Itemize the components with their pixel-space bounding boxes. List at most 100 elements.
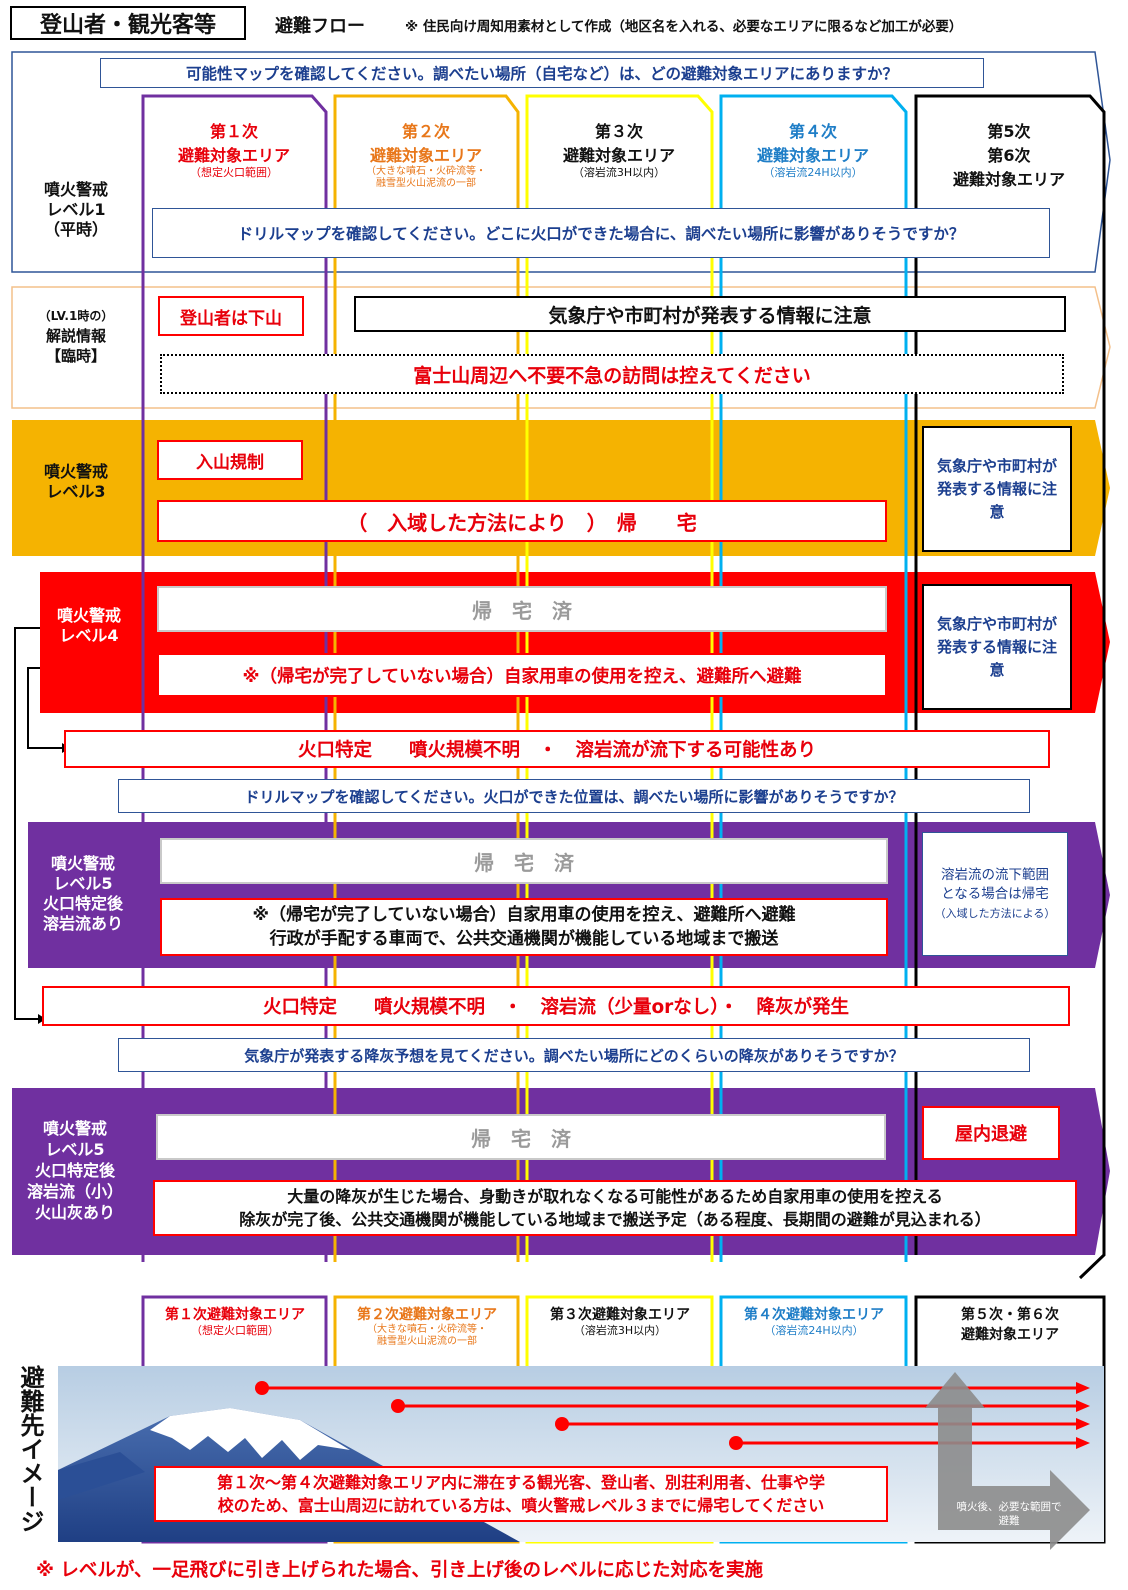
refrain-visit-box: 富士山周辺へ不要不急の訪問は控えてください: [160, 354, 1064, 394]
lv4-to-crater2-connector: [14, 627, 40, 1020]
lv5a-label: 噴火警戒 レベル5 火口特定後 溶岩流あり: [28, 854, 138, 934]
header-title: 登山者・観光客等: [10, 6, 246, 40]
crater-lava-banner: 火口特定 噴火規模不明 ・ 溶岩流が流下する可能性あり: [64, 730, 1050, 768]
lv5b-label-line: 火山灰あり: [34, 1203, 115, 1222]
shelter-indoors-box: 屋内退避: [922, 1106, 1060, 1160]
bottom-area-title: 第１次避難対象エリア: [165, 1307, 305, 1323]
lv3-label: 噴火警戒 レベル3: [14, 462, 138, 502]
bottom-message-line: 校のため、富士山周辺に訪れている方は、噴火警戒レベル３までに帰宅してください: [217, 1496, 825, 1515]
area-sub: （溶岩流3H以内）: [572, 166, 666, 179]
bottom-area-sub: （想定火口範囲）: [191, 1324, 279, 1337]
lv5a-right-note-line: 溶岩流の流下範囲: [941, 866, 1049, 883]
area2-header: 第２次 避難対象エリア （大きな噴石・火砕流等・ 融雪型火山泥流の一部: [337, 118, 515, 190]
header-note: ※ 住民向け周知用素材として作成（地区名を入れる、必要なエリアに限るなど加工が必…: [405, 19, 963, 35]
lv3-label-line: 噴火警戒: [43, 462, 108, 481]
area-name: 避難対象エリア: [562, 146, 675, 165]
header-subtitle: 避難フロー: [275, 16, 365, 37]
lv5a-label-line: 噴火警戒: [50, 854, 115, 873]
mount-fuji-snow-cap: [150, 1408, 350, 1460]
lv5a-label-line: 火口特定後: [42, 894, 123, 913]
area-sub: （溶岩流24H以内）: [763, 166, 863, 179]
climbers-descend-box: 登山者は下山: [158, 296, 304, 336]
lv5b-label-line: 火口特定後: [34, 1161, 115, 1180]
area4-column-outline: [719, 94, 908, 1262]
area-ordinal: 第5次: [987, 122, 1031, 141]
footer-note: ※ レベルが、一足飛びに引き上げられた場合、引き上げ後のレベルに応じた対応を実施: [36, 1560, 764, 1581]
area5-header: 第5次 第6次 避難対象エリア: [918, 118, 1100, 190]
area-ordinal: 第３次: [594, 122, 643, 141]
bottom-area3-header: 第３次避難対象エリア （溶岩流3H以内）: [529, 1304, 711, 1337]
lv5b-label-line: 溶岩流（小）: [26, 1182, 123, 1201]
bottom-message-box: 第１次～第４次避難対象エリア内に滞在する観光客、登山者、別荘利用者、仕事や学 校…: [154, 1466, 888, 1522]
area-ordinal: 第２次: [401, 122, 450, 141]
return-home-box: （ 入域した方法により ） 帰 宅: [157, 500, 887, 542]
possibility-map-note: 可能性マップを確認してください。調べたい場所（自宅など）は、どの避難対象エリアに…: [100, 58, 984, 88]
area-ordinal: 第6次: [987, 146, 1031, 165]
area-ordinal: 第１次: [209, 122, 258, 141]
bottom-area2-header: 第２次避難対象エリア （大きな噴石・火砕流等・ 融雪型火山泥流の一部: [337, 1304, 517, 1348]
lv4-right-note: 気象庁や市町村が発表する情報に注意: [922, 584, 1072, 710]
lv3-right-note: 気象庁や市町村が発表する情報に注意: [922, 426, 1072, 552]
area3-header: 第３次 避難対象エリア （溶岩流3H以内）: [529, 118, 709, 179]
lv1-label: 噴火警戒 レベル1 （平時）: [14, 180, 138, 240]
lv1-label-line: （平時）: [43, 220, 108, 239]
area-ordinal: 第４次: [788, 122, 837, 141]
gray-arrow-note-line: 噴火後、必要な範囲で: [956, 1501, 1062, 1513]
explain-label-line: （LV.1時の）: [38, 309, 114, 323]
area1-column-outline: [141, 94, 328, 1262]
ash-forecast-note: 気象庁が発表する降灰予想を見てください。調べたい場所にどのくらいの降灰がありそう…: [118, 1038, 1030, 1072]
lv5b-label: 噴火警戒 レベル5 火口特定後 溶岩流（小） 火山灰あり: [12, 1118, 138, 1223]
lv4-to-crater1-connector: [27, 667, 62, 749]
lv5b-note-line: 除灰が完了後、公共交通機関が機能している地域まで搬送予定（ある程度、長期間の避難…: [239, 1210, 991, 1229]
lv1-label-line: 噴火警戒: [43, 180, 108, 199]
bottom-area-title: 第３次避難対象エリア: [550, 1307, 690, 1323]
lv5b-note-box: 大量の降灰が生じた場合、身動きが取れなくなる可能性があるため自家用車の使用を控え…: [153, 1180, 1077, 1236]
lv5b-note-line: 大量の降灰が生じた場合、身動きが取れなくなる可能性があるため自家用車の使用を控え…: [287, 1187, 943, 1206]
area5-column-outline: [914, 94, 1106, 1280]
bottom-area-title: 第４次避難対象エリア: [744, 1307, 884, 1323]
lv5a-right-note-line: （入域した方法による）: [934, 906, 1056, 920]
lv4-label-line: レベル4: [59, 626, 119, 645]
lv3-label-line: レベル3: [46, 482, 106, 501]
drill-map-note: ドリルマップを確認してください。どこに火口ができた場合に、調べたい場所に影響があ…: [152, 208, 1050, 258]
lv5b-label-line: 噴火警戒: [42, 1119, 107, 1138]
entry-restriction-box: 入山規制: [157, 440, 303, 480]
bottom-area-sub: （溶岩流3H以内）: [573, 1324, 667, 1337]
returned-box: 帰 宅 済: [156, 1114, 886, 1160]
bottom-area-sub: （大きな噴石・火砕流等・: [367, 1324, 487, 1335]
returned-box: 帰 宅 済: [157, 586, 887, 632]
gray-arrow-note: 噴火後、必要な範囲で 避難: [934, 1500, 1084, 1528]
area-sub: 融雪型火山泥流の一部: [376, 178, 476, 189]
lv4-note-box: ※（帰宅が完了していない場合）自家用車の使用を控え、避難所へ避難: [157, 653, 887, 697]
watch-info-box: 気象庁や市町村が発表する情報に注意: [354, 296, 1066, 332]
lv5a-note-line: ※（帰宅が完了していない場合）自家用車の使用を控え、避難所へ避難: [252, 905, 796, 925]
lv5b-label-line: レベル5: [45, 1140, 105, 1159]
explain-label: （LV.1時の） 解説情報 【臨時】: [14, 306, 138, 366]
lv5a-right-note-line: となる場合は帰宅: [941, 885, 1049, 902]
bottom-area-sub: （溶岩流24H以内）: [764, 1324, 864, 1337]
area-name: 避難対象エリア: [369, 146, 482, 165]
lv5a-label-line: 溶岩流あり: [42, 914, 123, 933]
bottom-area4-header: 第４次避難対象エリア （溶岩流24H以内）: [723, 1304, 905, 1337]
lv5a-note-box: ※（帰宅が完了していない場合）自家用車の使用を控え、避難所へ避難 行政が手配する…: [160, 898, 888, 956]
lv5a-right-note: 溶岩流の流下範囲 となる場合は帰宅 （入域した方法による）: [922, 832, 1068, 956]
bottom-area-title: 第２次避難対象エリア: [357, 1307, 497, 1323]
bottom-area5-header: 第５次・第６次 避難対象エリア: [918, 1304, 1102, 1344]
area-name: 避難対象エリア: [952, 170, 1065, 189]
bottom-area1-header: 第１次避難対象エリア （想定火口範囲）: [145, 1304, 325, 1337]
explain-label-line: 【臨時】: [45, 347, 106, 365]
area2-column-outline: [333, 94, 520, 1262]
area-sub: （大きな噴石・火砕流等・: [366, 166, 486, 177]
returned-box: 帰 宅 済: [160, 838, 888, 884]
bottom-area-sub: 避難対象エリア: [961, 1327, 1059, 1343]
bottom-message-line: 第１次～第４次避難対象エリア内に滞在する観光客、登山者、別荘利用者、仕事や学: [216, 1473, 825, 1492]
crater-ash-banner: 火口特定 噴火規模不明 ・ 溶岩流（少量orなし）・ 降灰が発生: [42, 986, 1070, 1026]
area-name: 避難対象エリア: [177, 146, 290, 165]
mountain-foothill: [58, 1452, 145, 1500]
lv1-label-line: レベル1: [46, 200, 106, 219]
bottom-area-sub: 融雪型火山泥流の一部: [377, 1336, 477, 1347]
area3-column-outline: [525, 94, 714, 1262]
explain-label-line: 解説情報: [45, 327, 106, 345]
bottom-area-title: 第５次・第６次: [961, 1307, 1059, 1323]
crater-drill-note: ドリルマップを確認してください。火口ができた位置は、調べたい場所に影響がありそう…: [118, 779, 1030, 813]
